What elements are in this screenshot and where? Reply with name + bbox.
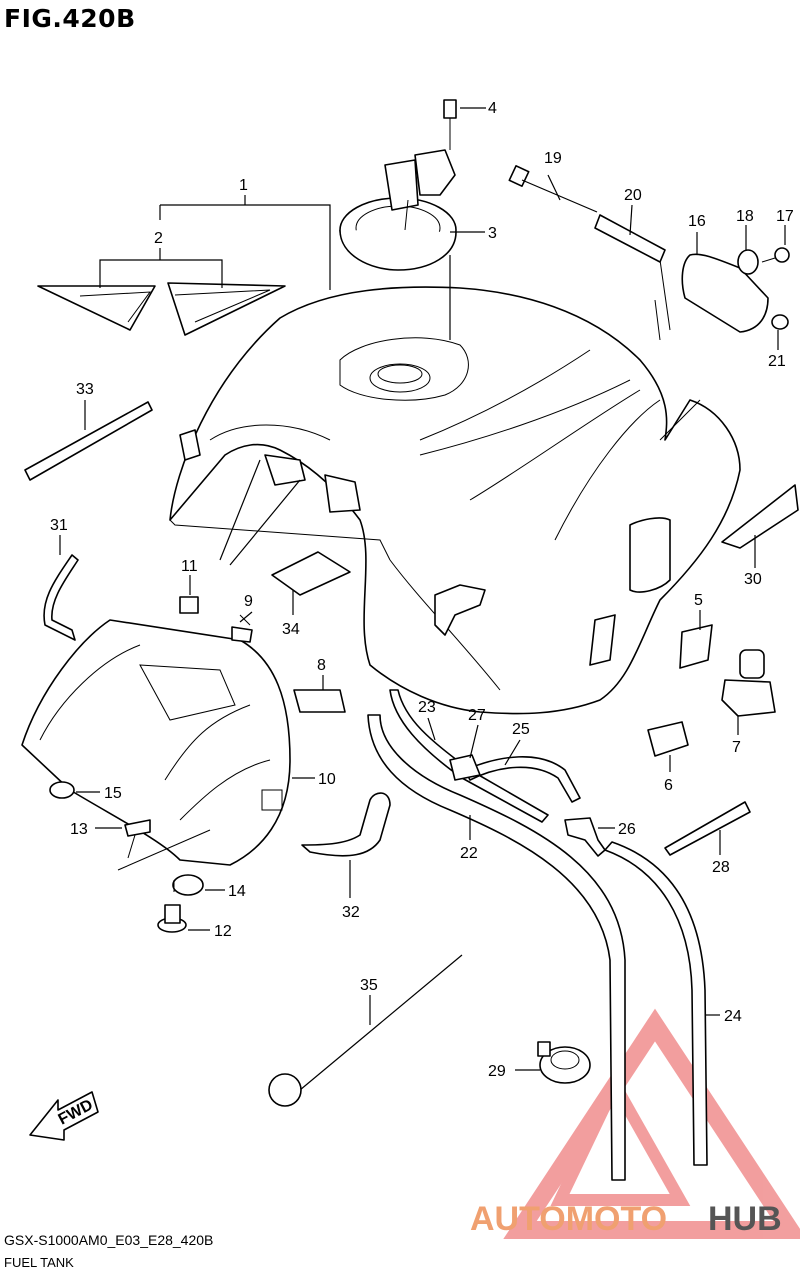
- callout-31: 31: [50, 517, 68, 534]
- hose-23: [389, 689, 549, 823]
- pad-34: [271, 551, 351, 596]
- pad-8: [293, 689, 346, 713]
- nut-18: [737, 249, 759, 275]
- diagram-subtitle: FUEL TANK: [4, 1255, 74, 1270]
- callout-28: 28: [712, 859, 730, 876]
- watermark-automoto: AUTOMOTO: [470, 1200, 667, 1238]
- fwd-arrow-icon: FWD: [29, 1091, 99, 1141]
- bolt-9: [231, 614, 253, 643]
- callout-9: 9: [244, 593, 253, 610]
- callout-17: 17: [776, 208, 794, 225]
- leader-lines: [59, 107, 786, 1071]
- tank-decals: [37, 282, 286, 336]
- pad-5: [679, 624, 713, 669]
- callout-15: 15: [104, 785, 122, 802]
- clamp-27: [449, 754, 481, 781]
- cushion-7: [721, 649, 776, 717]
- model-code: GSX-S1000AM0_E03_E28_420B: [4, 1232, 214, 1248]
- callout-labels: 1 2 3 4 5 6 7 8 9 10 11 12 13 14 15 16 1…: [50, 100, 794, 1080]
- callout-27: 27: [468, 707, 486, 724]
- callout-7: 7: [732, 739, 741, 756]
- band-28: [664, 801, 751, 856]
- pad-11: [179, 596, 199, 614]
- undertray-10: [21, 619, 291, 866]
- rod-35: [268, 954, 463, 1107]
- hose-22: [367, 714, 626, 1181]
- callout-22: 22: [460, 845, 478, 862]
- callout-11: 11: [181, 558, 198, 575]
- hose-25: [464, 756, 581, 803]
- callout-32: 32: [342, 904, 360, 921]
- bolt-17: [761, 247, 790, 263]
- callout-3: 3: [488, 225, 497, 242]
- bracket-32: [301, 792, 391, 857]
- callout-34: 34: [282, 621, 300, 638]
- callout-12: 12: [214, 923, 232, 940]
- watermark-hub: HUB: [708, 1200, 782, 1238]
- callout-19: 19: [544, 150, 562, 167]
- callout-25: 25: [512, 721, 530, 738]
- callout-26: 26: [618, 821, 636, 838]
- callout-8: 8: [317, 657, 326, 674]
- callout-16: 16: [688, 213, 706, 230]
- watermark-text: AUTOMOTO HUB: [470, 1200, 782, 1238]
- grommet-12: [157, 904, 187, 933]
- callout-6: 6: [664, 777, 673, 794]
- figure-title: FIG.420B: [4, 4, 136, 33]
- nut-21: [771, 314, 789, 330]
- fuel-cap-assembly: [339, 99, 457, 271]
- callout-5: 5: [694, 592, 703, 609]
- bolt-19: [508, 164, 598, 213]
- clamp-29: [537, 1041, 591, 1084]
- callout-33: 33: [76, 381, 94, 398]
- callout-18: 18: [736, 208, 754, 225]
- spacer-20: [594, 214, 666, 263]
- pad-30: [721, 484, 799, 549]
- callout-13: 13: [70, 821, 88, 838]
- callout-35: 35: [360, 977, 378, 994]
- callout-29: 29: [488, 1063, 506, 1080]
- callout-20: 20: [624, 187, 642, 204]
- cushion-15: [49, 781, 75, 799]
- watermark-triangle: [503, 1008, 800, 1239]
- callout-4: 4: [488, 100, 497, 117]
- hose-24: [604, 841, 708, 1166]
- bracket-31: [43, 554, 79, 641]
- bracket-16: [681, 253, 769, 333]
- callout-2: 2: [154, 230, 163, 247]
- callout-23: 23: [418, 699, 436, 716]
- rubber-strip: [24, 401, 153, 481]
- callout-14: 14: [228, 883, 246, 900]
- bolt-13: [117, 819, 211, 871]
- callout-10: 10: [318, 771, 336, 788]
- joint-26: [564, 817, 606, 857]
- cushion-14: [172, 874, 204, 896]
- fuel-tank: [169, 259, 741, 715]
- callout-24: 24: [724, 1008, 742, 1025]
- callout-21: 21: [768, 353, 786, 370]
- callout-1: 1: [239, 177, 248, 194]
- callout-30: 30: [744, 571, 762, 588]
- cushion-6: [647, 721, 689, 757]
